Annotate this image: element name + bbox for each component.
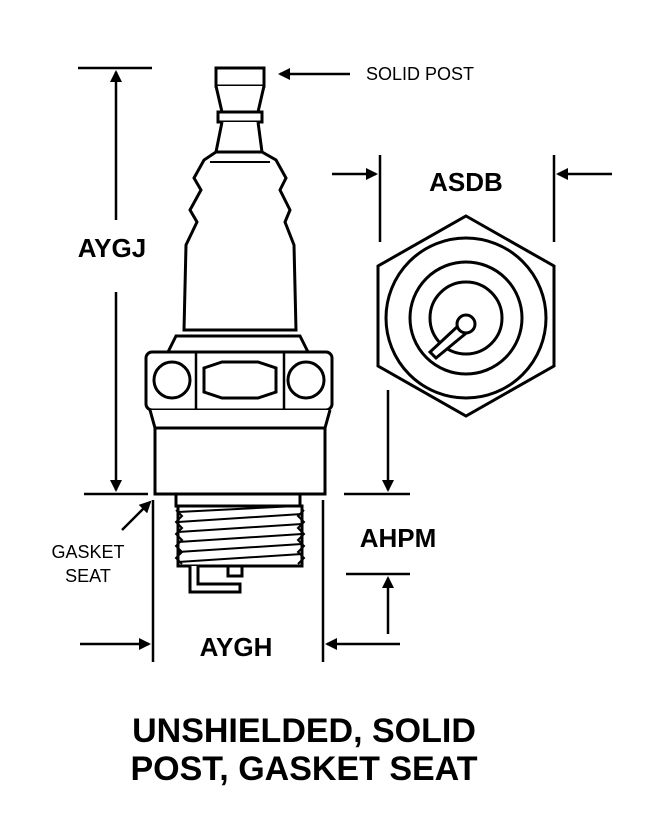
caption-line1: UNSHIELDED, SOLID [132, 712, 476, 750]
end-ring-middle [408, 260, 524, 376]
center-electrode [226, 564, 244, 578]
thread-base [174, 492, 302, 508]
end-center-post [455, 313, 477, 335]
hex-facet-left [152, 360, 192, 400]
solid-post [214, 66, 266, 88]
aygh-label: AYGH [200, 632, 273, 662]
aygj-label: AYGJ [78, 233, 146, 263]
post-shoulder [214, 121, 264, 154]
ground-electrode [188, 566, 242, 594]
gasket-seat-pointer [121, 500, 152, 531]
gasket-seat-label-line2: SEAT [65, 566, 111, 586]
labels: SOLID POST ASDB AYGJ AHPM AYGH GASKET SE… [51, 64, 502, 662]
hex-shoulder [166, 334, 310, 353]
shell-transition [148, 409, 332, 430]
spark-plug-side-view [144, 66, 334, 594]
hex-facet-center [202, 360, 278, 400]
asdb-label: ASDB [429, 167, 503, 197]
shell-body [153, 426, 327, 496]
solid-post-label: SOLID POST [366, 64, 474, 84]
hex-end-view [376, 214, 556, 418]
gasket-seat-label-line1: GASKET [51, 542, 124, 562]
end-ring-outer [384, 236, 548, 400]
caption-line2: POST, GASKET SEAT [131, 750, 478, 788]
insulator [182, 150, 298, 332]
caption: UNSHIELDED, SOLID POST, GASKET SEAT [131, 712, 478, 788]
ahpm-label: AHPM [360, 523, 437, 553]
hex-facet-right [286, 360, 326, 400]
post-neck [214, 85, 266, 114]
dimension-lines [78, 66, 612, 662]
post-collar [216, 110, 264, 124]
end-ring-inner [428, 280, 504, 356]
